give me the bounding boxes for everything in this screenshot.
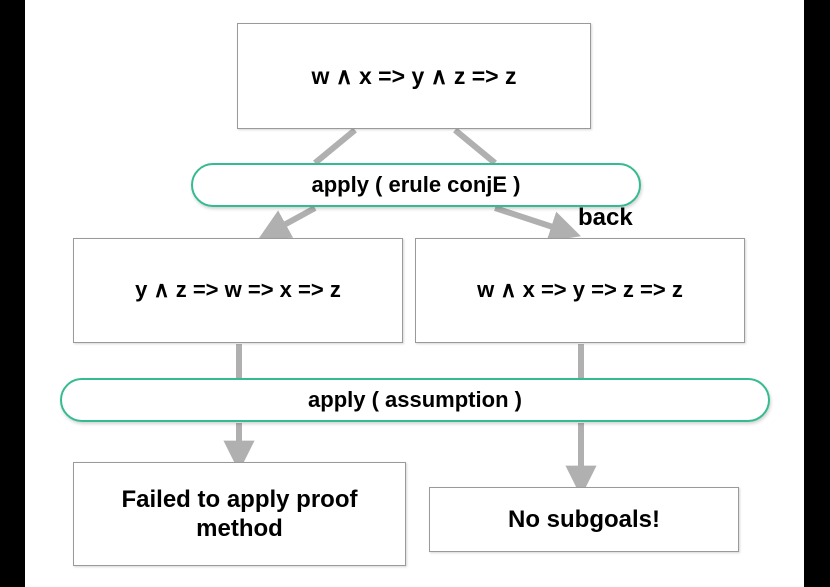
method-node-apply-erule-conjE[interactable]: apply ( erule conjE ) [191, 163, 641, 207]
edge-root-to-erule-right [453, 127, 497, 166]
edge-erule-to-goal-right [494, 205, 581, 242]
edge-label-back: back [578, 204, 633, 231]
goal-node-root[interactable]: w ∧ x => y ∧ z => z [237, 23, 591, 129]
method-node-apply-assumption[interactable]: apply ( assumption ) [60, 378, 770, 422]
edge-root-to-erule-left [313, 127, 357, 166]
diagram-canvas: w ∧ x => y ∧ z => z apply ( erule conjE … [25, 0, 804, 587]
result-node-failed[interactable]: Failed to apply proof method [73, 462, 406, 566]
edge-erule-to-goal-left [258, 205, 317, 240]
result-node-no-subgoals[interactable]: No subgoals! [429, 487, 739, 552]
goal-node-right[interactable]: w ∧ x => y => z => z [415, 238, 745, 343]
goal-node-left[interactable]: y ∧ z => w => x => z [73, 238, 403, 343]
